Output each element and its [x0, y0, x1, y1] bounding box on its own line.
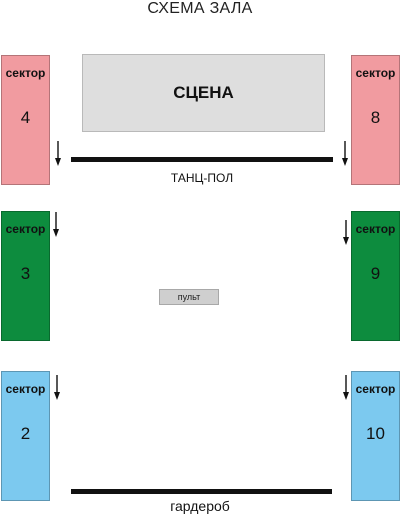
sector-8[interactable]: сектор 8 — [351, 55, 400, 185]
page-title: СХЕМА ЗАЛА — [147, 0, 253, 17]
arrow-down-icon — [343, 220, 349, 245]
sector-label: сектор — [5, 66, 46, 80]
sector-3[interactable]: сектор 3 — [1, 211, 50, 341]
sector-4[interactable]: сектор 4 — [1, 55, 50, 185]
sound-console[interactable]: пульт — [159, 289, 219, 305]
sector-number: 10 — [366, 424, 385, 443]
sector-number: 3 — [20, 264, 31, 283]
sector-10[interactable]: сектор 10 — [351, 371, 400, 501]
sector-label: сектор — [355, 66, 396, 80]
cloakroom-line — [71, 489, 332, 494]
sector-number: 4 — [20, 108, 31, 127]
sector-number: 9 — [370, 264, 381, 283]
cloakroom-label: гардероб — [170, 498, 230, 514]
sector-9[interactable]: сектор 9 — [351, 211, 400, 341]
sector-label: сектор — [355, 222, 396, 236]
arrow-down-icon — [53, 212, 59, 237]
arrow-down-icon — [55, 141, 61, 166]
dance-floor-line — [71, 157, 333, 162]
sector-label: сектор — [5, 382, 46, 396]
arrow-down-icon — [342, 141, 348, 166]
sector-number: 2 — [20, 424, 31, 443]
sector-number: 8 — [370, 108, 381, 127]
stage[interactable]: СЦЕНА — [82, 54, 325, 132]
sector-2[interactable]: сектор 2 — [1, 371, 50, 501]
arrow-down-icon — [54, 375, 60, 400]
sector-label: сектор — [5, 222, 46, 236]
stage-label: СЦЕНА — [173, 83, 234, 102]
arrow-down-icon — [343, 375, 349, 400]
dance-floor-label: ТАНЦ-ПОЛ — [170, 171, 234, 185]
sector-label: сектор — [355, 382, 396, 396]
